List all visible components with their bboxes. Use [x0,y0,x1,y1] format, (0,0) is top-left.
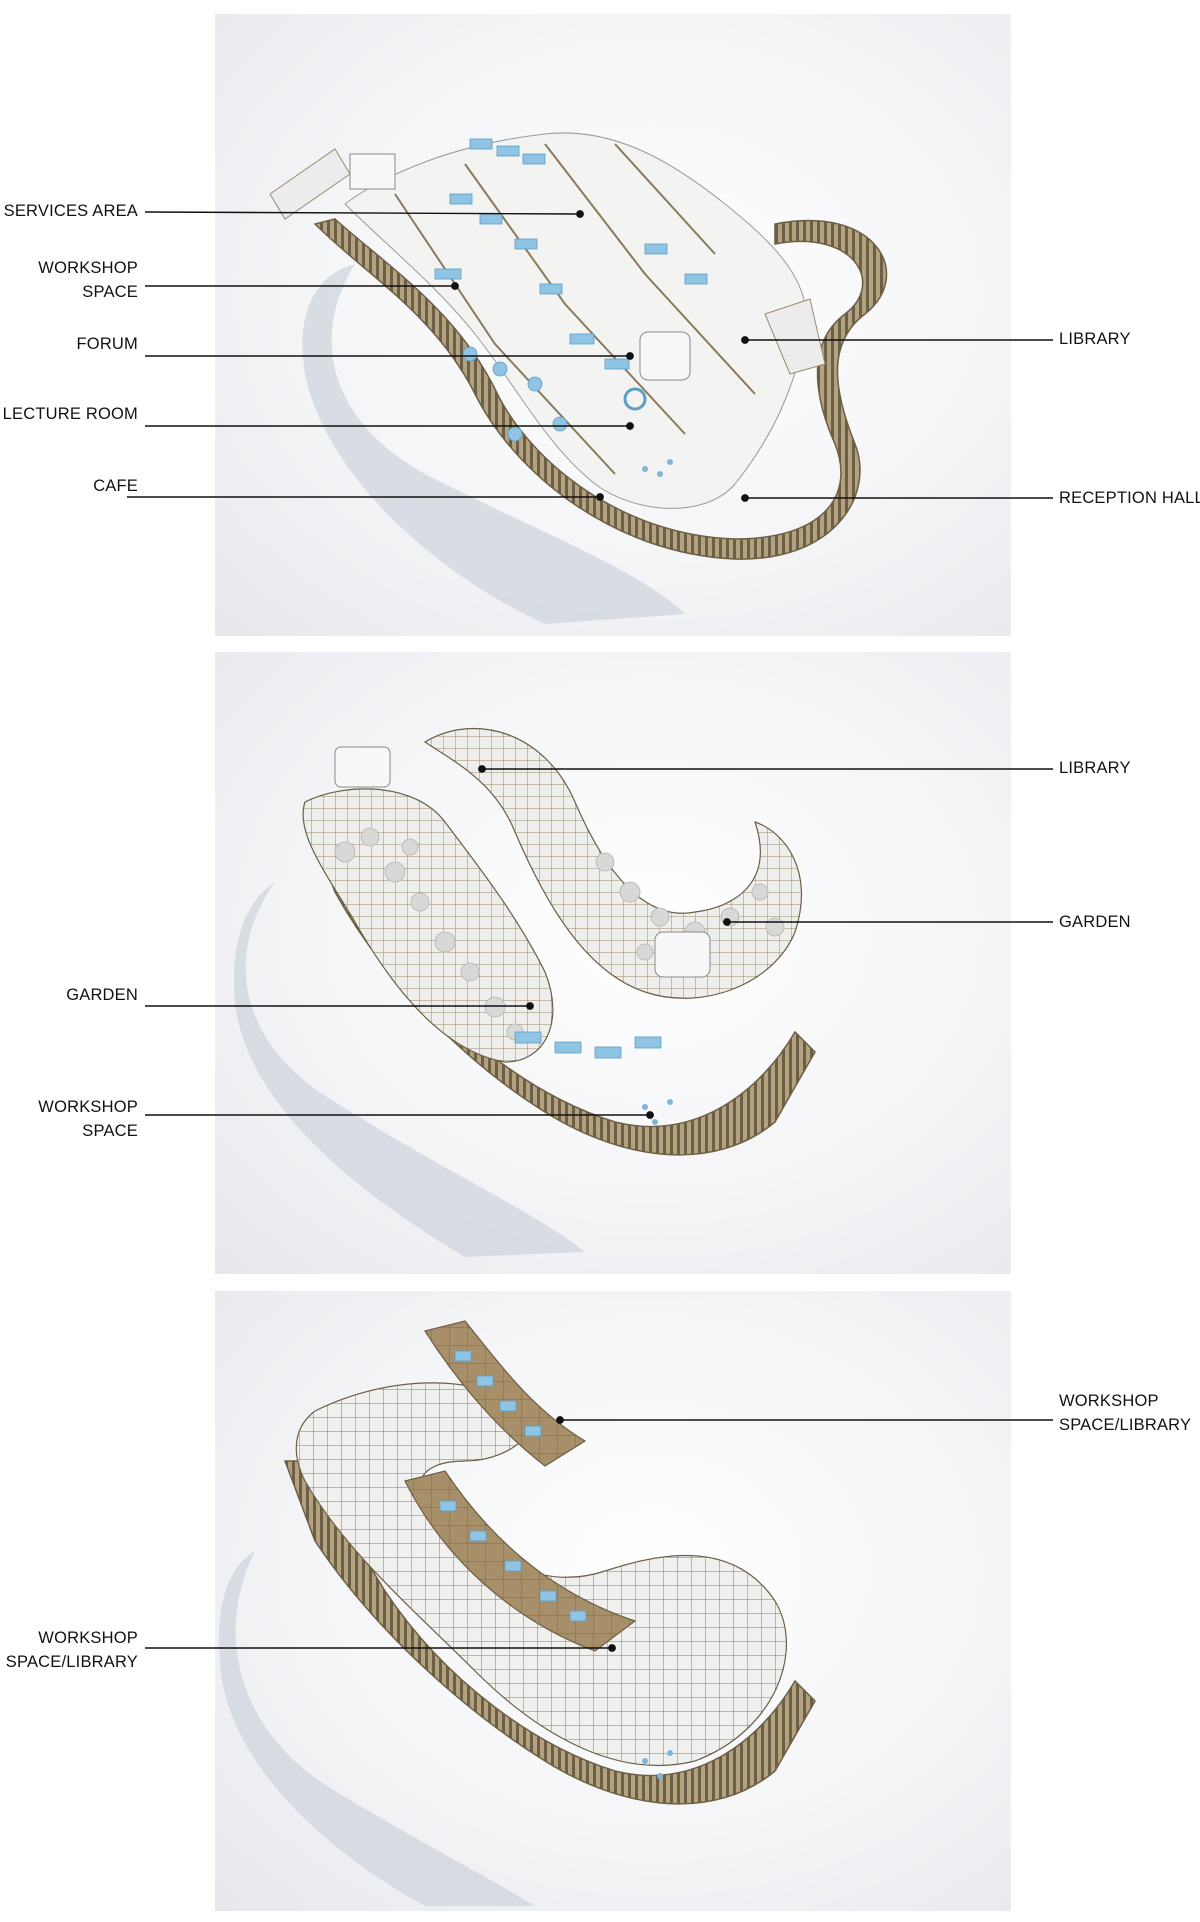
workshop-furniture [514,1031,662,1059]
deck-furniture [439,1350,587,1622]
ground-floor-render [215,14,1011,636]
garden-wing-east [423,728,803,999]
first-floor-model [234,728,816,1257]
garden-wing-west [302,788,554,1063]
label-workshop-space: WORKSHOP SPACE [38,259,138,301]
label-library: LIBRARY [1059,330,1131,348]
label-services-area: SERVICES AREA [3,202,138,220]
label-lecture-room: LECTURE ROOM [2,405,138,423]
service-cores [334,746,711,978]
people-figures [642,459,673,477]
label-garden-east: GARDEN [1059,913,1131,931]
cast-shadow [219,1551,535,1906]
label-garden-west: GARDEN [66,986,138,1004]
floor-plate [344,132,807,509]
workspace-furniture [434,138,708,442]
label-workshop-library-south: WORKSHOP SPACE/LIBRARY [5,1629,138,1671]
interior-partitions [394,143,756,475]
cast-shadow [302,264,685,624]
label-cafe: CAFE [93,477,138,495]
service-cores [349,153,691,381]
ground-floor-model [269,132,888,624]
first-floor-render [215,652,1011,1274]
label-reception-hall: RECEPTION HALL [1059,489,1200,507]
people-figures [642,1099,673,1125]
roof-level-model [219,1320,816,1906]
outer-timber-wall [283,1460,816,1805]
roof-level-render [215,1291,1011,1911]
entrance-canopy [269,148,826,375]
label-workshop-space-2: WORKSHOP SPACE [38,1098,138,1140]
label-workshop-library-north: WORKSHOP SPACE/LIBRARY [1059,1392,1192,1434]
people-figures [642,1750,673,1779]
label-forum: FORUM [76,335,138,353]
cast-shadow [234,882,585,1257]
label-library-2: LIBRARY [1059,759,1131,777]
